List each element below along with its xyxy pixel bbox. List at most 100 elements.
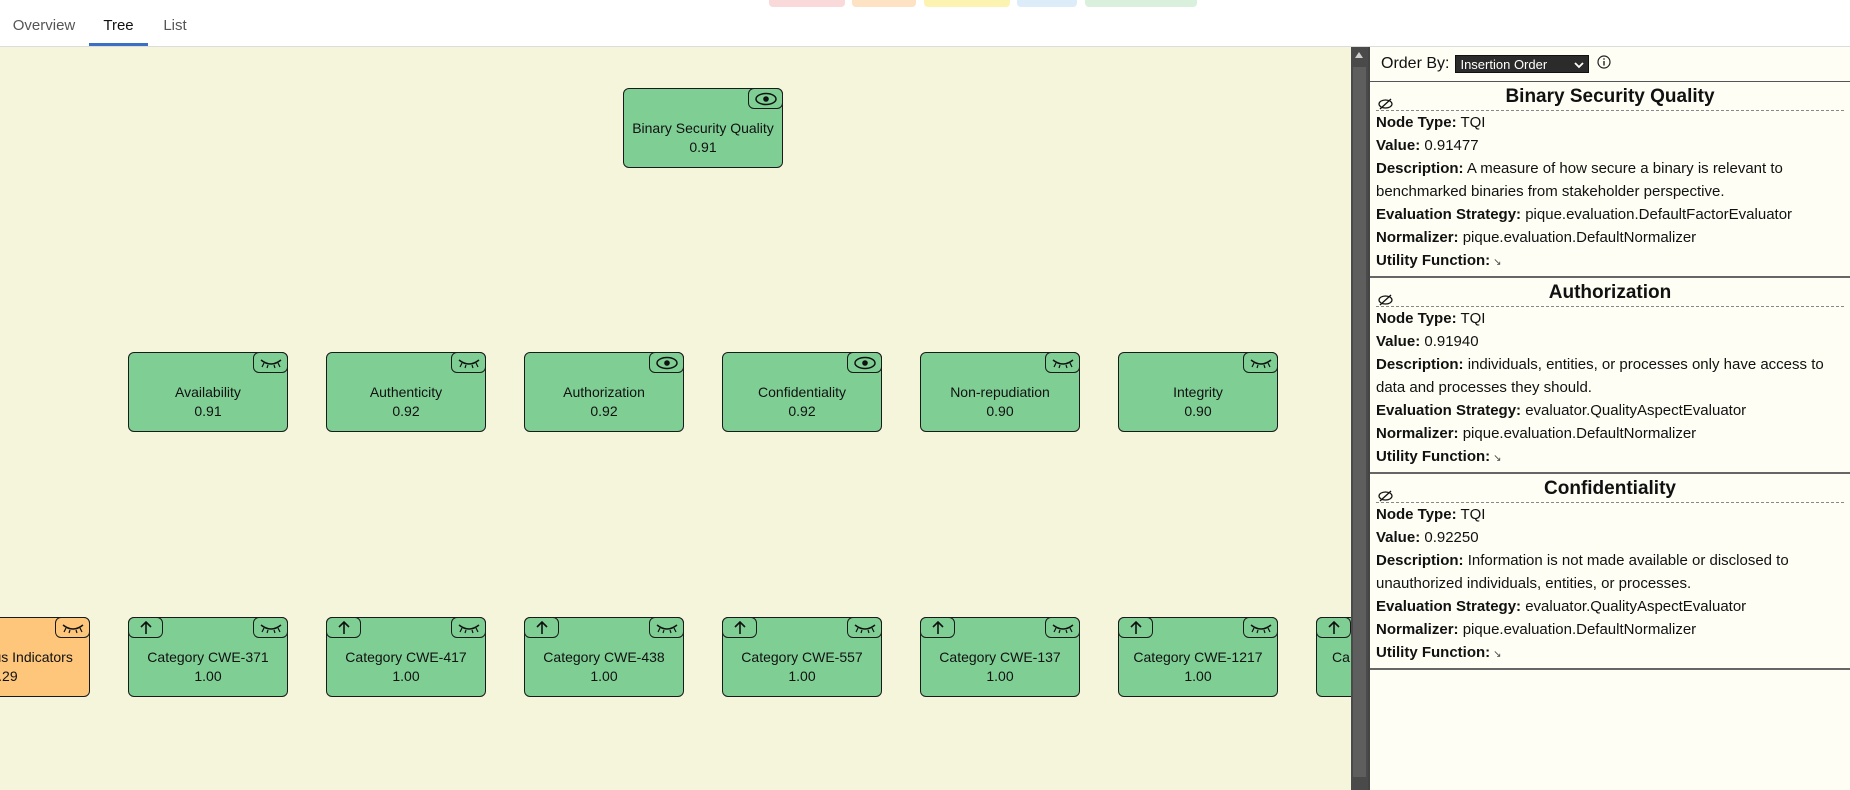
eye-icon[interactable] bbox=[847, 352, 882, 373]
field-label: Value: bbox=[1376, 529, 1421, 546]
eye-closed-icon[interactable] bbox=[253, 352, 288, 373]
eye-closed-icon[interactable] bbox=[1243, 617, 1278, 638]
node-label: al Malicious Indicators bbox=[0, 649, 73, 665]
detail-card-header: Confidentiality bbox=[1376, 474, 1844, 503]
arrow-up-icon[interactable] bbox=[722, 617, 757, 638]
node-label: Integrity bbox=[1173, 384, 1223, 400]
eye-closed-icon[interactable] bbox=[451, 617, 486, 638]
eye-closed-icon[interactable] bbox=[1243, 352, 1278, 373]
field-label: Utility Function: bbox=[1376, 448, 1491, 465]
arrow-up-icon[interactable] bbox=[128, 617, 163, 638]
arrow-up-icon[interactable] bbox=[1316, 617, 1351, 638]
node-value: 0.29 bbox=[0, 668, 18, 684]
detail-card: Authorization Node Type: TQI Value: 0.91… bbox=[1370, 278, 1850, 474]
node-value: 1.00 bbox=[590, 668, 618, 684]
eye-icon[interactable] bbox=[748, 88, 783, 109]
tab-tree[interactable]: Tree bbox=[89, 0, 148, 46]
tree-node-factor[interactable]: al Malicious Indicators 0.29 bbox=[0, 617, 90, 697]
tree-node-aspect[interactable]: Non-repudiation 0.90 bbox=[920, 352, 1080, 432]
tree-node-aspect[interactable]: Authenticity 0.92 bbox=[326, 352, 486, 432]
tree-node-factor[interactable]: Category CWE-371 1.00 bbox=[128, 617, 288, 697]
value-value: 0.92250 bbox=[1424, 529, 1479, 546]
tree-node-factor[interactable]: Ca bbox=[1316, 617, 1351, 697]
eye-slash-icon[interactable] bbox=[1378, 482, 1393, 512]
expand-icon[interactable]: ↘ bbox=[1493, 649, 1502, 660]
node-value: 1.00 bbox=[194, 668, 222, 684]
field-label: Node Type: bbox=[1376, 114, 1457, 131]
expand-icon[interactable]: ↘ bbox=[1493, 453, 1502, 464]
scroll-up-arrow-icon[interactable] bbox=[1355, 52, 1363, 58]
detail-card-title: Confidentiality bbox=[1544, 478, 1676, 499]
field-label: Node Type: bbox=[1376, 506, 1457, 523]
field-label: Normalizer: bbox=[1376, 621, 1459, 638]
node-label: Ca bbox=[1332, 649, 1350, 665]
arrow-up-icon[interactable] bbox=[326, 617, 361, 638]
field-label: Description: bbox=[1376, 552, 1464, 569]
tab-list[interactable]: List bbox=[163, 17, 187, 34]
tree-node-factor[interactable]: Category CWE-417 1.00 bbox=[326, 617, 486, 697]
description-value: individuals, entities, or processes only… bbox=[1376, 356, 1824, 396]
tree-node-root[interactable]: Binary Security Quality 0.91 bbox=[623, 88, 783, 168]
arrow-up-icon[interactable] bbox=[920, 617, 955, 638]
tree-node-factor[interactable]: Category CWE-557 1.00 bbox=[722, 617, 882, 697]
eye-closed-icon[interactable] bbox=[847, 617, 882, 638]
node-value: 0.91 bbox=[689, 139, 717, 155]
node-label: Non-repudiation bbox=[950, 384, 1050, 400]
tree-node-aspect[interactable]: Integrity 0.90 bbox=[1118, 352, 1278, 432]
node-value: 0.90 bbox=[1184, 403, 1212, 419]
field-label: Description: bbox=[1376, 356, 1464, 373]
detail-card: Binary Security Quality Node Type: TQI V… bbox=[1370, 82, 1850, 278]
eye-closed-icon[interactable] bbox=[253, 617, 288, 638]
legend-chip[interactable] bbox=[1085, 0, 1197, 7]
tree-canvas[interactable]: Binary Security Quality 0.91 Availabilit… bbox=[0, 47, 1351, 790]
eye-closed-icon[interactable] bbox=[1045, 617, 1080, 638]
tree-node-aspect[interactable]: Authorization 0.92 bbox=[524, 352, 684, 432]
legend-chip[interactable] bbox=[1017, 0, 1077, 7]
node-value: 0.90 bbox=[986, 403, 1014, 419]
tree-node-factor[interactable]: Category CWE-1217 1.00 bbox=[1118, 617, 1278, 697]
vertical-scrollbar[interactable] bbox=[1351, 47, 1368, 790]
scrollbar-thumb[interactable] bbox=[1353, 67, 1366, 777]
strategy-value: pique.evaluation.DefaultFactorEvaluator bbox=[1525, 206, 1793, 223]
tree-node-factor[interactable]: Category CWE-438 1.00 bbox=[524, 617, 684, 697]
tab-overview[interactable]: Overview bbox=[12, 17, 76, 34]
eye-closed-icon[interactable] bbox=[55, 617, 90, 638]
node-value: 1.00 bbox=[788, 668, 816, 684]
node-label: Category CWE-371 bbox=[147, 649, 269, 665]
tree-node-factor[interactable]: Category CWE-137 1.00 bbox=[920, 617, 1080, 697]
chevron-down-icon bbox=[1574, 57, 1585, 72]
expand-icon[interactable]: ↘ bbox=[1493, 257, 1502, 268]
arrow-up-icon[interactable] bbox=[524, 617, 559, 638]
node-label: Authorization bbox=[563, 384, 645, 400]
detail-card-header: Authorization bbox=[1376, 278, 1844, 307]
node-value: 0.92 bbox=[590, 403, 618, 419]
info-icon[interactable] bbox=[1597, 54, 1612, 74]
eye-closed-icon[interactable] bbox=[1045, 352, 1080, 373]
tree-node-aspect[interactable]: Confidentiality 0.92 bbox=[722, 352, 882, 432]
field-label: Normalizer: bbox=[1376, 425, 1459, 442]
legend-chip[interactable] bbox=[769, 0, 845, 7]
node-type-value: TQI bbox=[1460, 310, 1486, 327]
node-label: Binary Security Quality bbox=[632, 120, 774, 136]
eye-closed-icon[interactable] bbox=[451, 352, 486, 373]
order-by-bar: Order By: Insertion Order bbox=[1370, 47, 1850, 82]
order-by-value: Insertion Order bbox=[1460, 56, 1548, 72]
node-details-panel: Order By: Insertion Order Binary Securit… bbox=[1368, 47, 1850, 790]
tree-node-aspect[interactable]: Availability 0.91 bbox=[128, 352, 288, 432]
field-label: Evaluation Strategy: bbox=[1376, 206, 1522, 223]
eye-closed-icon[interactable] bbox=[649, 617, 684, 638]
description-value: Information is not made available or dis… bbox=[1376, 552, 1789, 592]
eye-slash-icon[interactable] bbox=[1378, 90, 1393, 120]
arrow-up-icon[interactable] bbox=[1118, 617, 1153, 638]
detail-card-title: Authorization bbox=[1548, 282, 1672, 303]
node-value: 1.00 bbox=[1184, 668, 1212, 684]
eye-icon[interactable] bbox=[649, 352, 684, 373]
order-by-select[interactable]: Insertion Order bbox=[1455, 55, 1590, 73]
value-value: 0.91477 bbox=[1424, 137, 1479, 154]
field-label: Normalizer: bbox=[1376, 229, 1459, 246]
field-label: Description: bbox=[1376, 160, 1464, 177]
legend-chip[interactable] bbox=[924, 0, 1010, 7]
eye-slash-icon[interactable] bbox=[1378, 286, 1393, 316]
field-label: Evaluation Strategy: bbox=[1376, 598, 1522, 615]
legend-chip[interactable] bbox=[852, 0, 916, 7]
